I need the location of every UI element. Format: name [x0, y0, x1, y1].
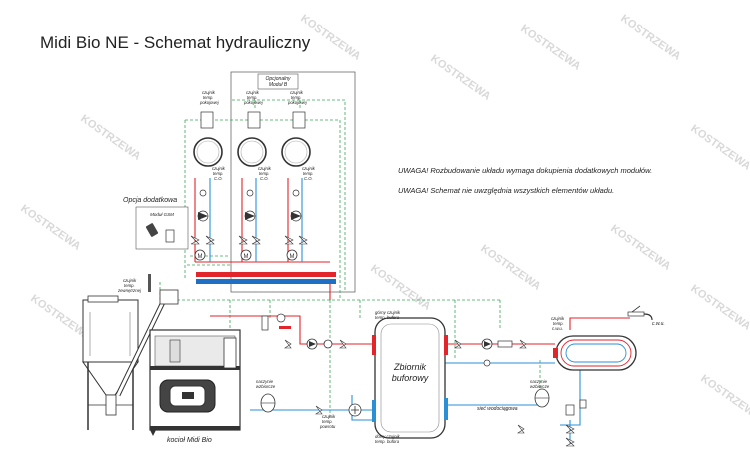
phone-icon: [145, 223, 159, 237]
heating-radiator-icon: [193, 137, 223, 167]
room-sensor: [200, 111, 214, 129]
buffer-tank-name-1: Zbiornik: [393, 362, 427, 372]
watermark: KOSTRZEWA: [518, 23, 582, 73]
valves: [190, 235, 527, 434]
outdoor-sensor-label: czujnik: [123, 278, 137, 283]
buffer-top-sensor-label: górny czujnik: [375, 310, 401, 315]
expansion-vessel-label: naczynie: [256, 379, 274, 384]
svg-text:M: M: [244, 254, 249, 260]
water-network-label: sieć wodociągowa: [477, 406, 518, 412]
safety-group: [261, 313, 291, 331]
svg-text:M: M: [198, 254, 203, 260]
optional-module-label-1: Opcjonalny: [265, 76, 291, 82]
heating-radiator-icon: [281, 137, 311, 167]
room-sensor: [247, 111, 261, 129]
watermark: KOSTRZEWA: [618, 13, 682, 63]
boiler: [149, 329, 241, 436]
page-title: Midi Bio NE - Schemat hydrauliczny: [40, 33, 311, 52]
optional-module-label-2: Moduł B: [269, 82, 288, 88]
watermark: KOSTRZEWA: [368, 263, 432, 313]
svg-text:temp.: temp.: [124, 283, 135, 288]
heating-circuit-2: M: [237, 111, 267, 261]
svg-text:c.w.u.: c.w.u.: [552, 326, 563, 331]
svg-text:temp. bufora: temp. bufora: [375, 315, 400, 320]
watermark: KOSTRZEWA: [478, 243, 542, 293]
svg-text:pokojowej: pokojowej: [287, 100, 308, 105]
svg-text:temp.: temp.: [322, 419, 333, 424]
pump-icon: [245, 212, 255, 220]
svg-text:temp.: temp.: [259, 171, 269, 176]
svg-text:wzbiorcze: wzbiorcze: [530, 384, 550, 389]
pellet-silo: [82, 289, 179, 430]
watermark: KOSTRZEWA: [18, 203, 82, 253]
optional-module-label-box: [257, 73, 299, 90]
co-sensor-label: czujnik: [212, 166, 226, 171]
svg-text:C.O.: C.O.: [214, 176, 223, 181]
buffer-tank: [372, 317, 448, 439]
watermark: KOSTRZEWA: [608, 223, 672, 273]
gsm-module-label: Moduł GSM: [150, 212, 174, 217]
option-additional-label: Opcja dodatkowa: [123, 197, 177, 204]
gsm-module-box: [135, 206, 189, 250]
watermark: KOSTRZEWA: [688, 283, 750, 333]
dhw-inlet-group: [565, 399, 587, 447]
svg-text:pokojowej: pokojowej: [199, 100, 220, 105]
svg-text:czujnik: czujnik: [258, 166, 272, 171]
manifold-return: [196, 279, 336, 284]
svg-text:wzbiorcze: wzbiorcze: [256, 384, 276, 389]
manifold-supply: [196, 272, 336, 277]
mixing-valve-icon: [286, 249, 298, 261]
svg-text:temp.: temp.: [213, 171, 223, 176]
svg-text:pokojowej: pokojowej: [243, 100, 264, 105]
pump-icon: [291, 212, 301, 220]
room-sensor-label: czujnik: [202, 90, 216, 95]
svg-text:temp.: temp.: [291, 95, 301, 100]
return-sensor-label: czujnik: [322, 414, 336, 419]
heating-circuit-3: M: [281, 111, 311, 261]
cwu-label: c.w.u.: [652, 321, 665, 327]
hot-water-tap-icon: [627, 305, 653, 321]
svg-text:temp.: temp.: [303, 171, 313, 176]
heating-circuit-1: M: [193, 111, 223, 261]
buffer-bottom-sensor-label: dolny czujnik: [375, 434, 400, 439]
pump-icon: [198, 212, 208, 220]
svg-text:C.O.: C.O.: [304, 176, 313, 181]
dhw-tank: [553, 335, 637, 371]
optional-module-frame: [230, 71, 356, 293]
watermark: KOSTRZEWA: [698, 373, 750, 423]
watermark: KOSTRZEWA: [428, 53, 492, 103]
svg-text:czujnik: czujnik: [246, 90, 260, 95]
room-sensor: [292, 111, 306, 129]
svg-text:M: M: [290, 254, 295, 260]
expansion-vessel-dhw-label: naczynie: [530, 379, 548, 384]
mixing-valve-icon: [240, 249, 252, 261]
svg-text:temp.: temp.: [553, 321, 564, 326]
watermark: KOSTRZEWA: [688, 123, 750, 173]
watermark: KOSTRZEWA: [78, 113, 142, 163]
mixing-valve-icon: [194, 249, 206, 261]
svg-text:temp.: temp.: [247, 95, 257, 100]
watermark: KOSTRZEWA: [298, 13, 362, 63]
boiler-label: kocioł Midi Bio: [167, 437, 212, 444]
svg-text:C.O.: C.O.: [260, 176, 269, 181]
warning-note-elements: UWAGA! Schemat nie uwzględnia wszystkich…: [398, 186, 615, 195]
gsm-antenna-icon: [165, 229, 175, 243]
outdoor-sensor-icon: [148, 274, 151, 292]
warning-note-modules: UWAGA! Rozbudowanie układu wymaga dokupi…: [398, 166, 653, 175]
svg-text:temp.: temp.: [203, 95, 213, 100]
dhw-sensor-label: czujnik: [551, 316, 565, 321]
supply-piping: [194, 178, 630, 345]
svg-text:czujnik: czujnik: [302, 166, 316, 171]
svg-text:powrotu: powrotu: [319, 424, 336, 429]
buffer-tank-name-2: buforowy: [392, 373, 429, 383]
svg-text:temp. bufora: temp. bufora: [375, 439, 400, 444]
svg-text:zewnętrznej: zewnętrznej: [117, 288, 142, 293]
heating-radiator-icon: [237, 137, 267, 167]
svg-text:czujnik: czujnik: [290, 90, 304, 95]
